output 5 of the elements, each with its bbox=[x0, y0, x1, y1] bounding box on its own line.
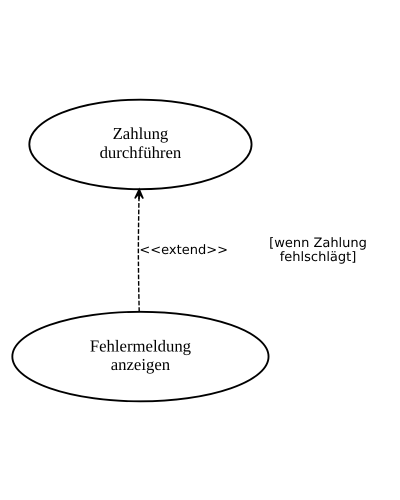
node-ellipse: Zahlung durchführen bbox=[28, 98, 252, 190]
node-ellipse: Fehlermeldung anzeigen bbox=[11, 310, 270, 402]
label: [wenn Zahlung fehlschlägt] bbox=[269, 235, 367, 264]
edge-label: <<extend>> bbox=[139, 242, 228, 258]
arrow bbox=[134, 188, 144, 312]
